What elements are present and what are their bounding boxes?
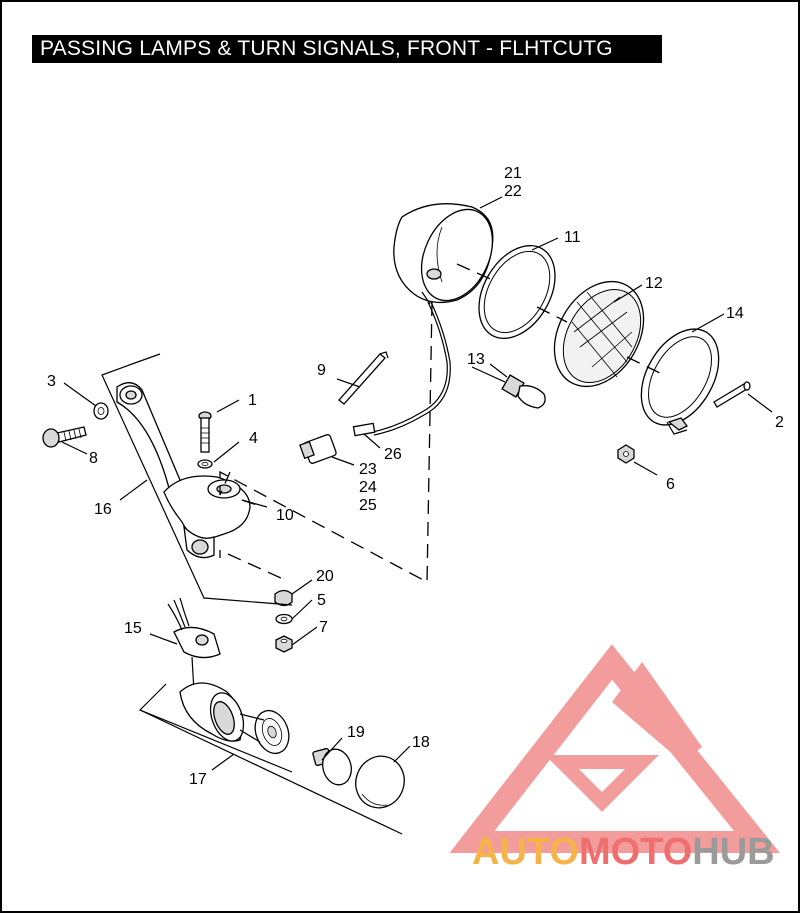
cable-strap bbox=[338, 351, 389, 405]
sealed-beam-lens bbox=[553, 280, 645, 388]
bracket-boundary bbox=[101, 353, 293, 606]
lamp-housing bbox=[352, 203, 494, 437]
watermark-part-moto: MOTO bbox=[579, 831, 692, 873]
washer-4 bbox=[197, 459, 213, 469]
callout-1: 1 bbox=[248, 392, 257, 409]
turn-signal-lens bbox=[355, 755, 405, 809]
diagram-title: PASSING LAMPS & TURN SIGNALS, FRONT - FL… bbox=[32, 35, 662, 63]
callout-21: 21 bbox=[504, 165, 522, 182]
callout-8: 8 bbox=[89, 450, 98, 467]
callout-9: 9 bbox=[317, 362, 326, 379]
mounting-bracket bbox=[116, 382, 251, 559]
callout-3: 3 bbox=[47, 373, 56, 390]
watermark-text: AUTOMOTOHUB bbox=[472, 831, 775, 873]
callout-23: 23 bbox=[359, 461, 377, 478]
callout-7: 7 bbox=[319, 619, 328, 636]
callout-6: 6 bbox=[666, 476, 675, 493]
callout-labels: 1 2 3 4 5 6 7 8 9 10 11 12 13 14 15 16 1… bbox=[47, 165, 784, 788]
watermark-part-auto: AUTO bbox=[472, 831, 579, 873]
nut-7 bbox=[275, 635, 293, 653]
callout-19: 19 bbox=[347, 724, 365, 741]
screw-2 bbox=[713, 381, 751, 408]
callout-15: 15 bbox=[124, 620, 142, 637]
callout-25: 25 bbox=[359, 497, 377, 514]
bulb-13 bbox=[471, 366, 546, 409]
callout-26: 26 bbox=[384, 446, 402, 463]
turn-signal-mount bbox=[167, 597, 221, 693]
callout-22: 22 bbox=[504, 183, 522, 200]
callout-12: 12 bbox=[645, 275, 663, 292]
callout-17: 17 bbox=[189, 771, 207, 788]
callout-16: 16 bbox=[94, 501, 112, 518]
watermark-part-hub: HUB bbox=[692, 831, 774, 873]
trim-ring bbox=[640, 328, 720, 435]
callout-4: 4 bbox=[249, 430, 258, 447]
retaining-ring bbox=[478, 245, 556, 339]
watermark-logo bbox=[449, 644, 780, 853]
callout-20: 20 bbox=[316, 568, 334, 585]
bulb-19 bbox=[312, 747, 352, 786]
socket-connector bbox=[299, 434, 337, 464]
callout-10: 10 bbox=[276, 507, 294, 524]
callout-14: 14 bbox=[726, 305, 744, 322]
callout-13: 13 bbox=[467, 351, 485, 368]
leader-lines bbox=[61, 196, 773, 771]
turn-signal-housing bbox=[179, 682, 290, 755]
callout-18: 18 bbox=[412, 734, 430, 751]
callout-11: 11 bbox=[564, 229, 581, 246]
callout-5: 5 bbox=[317, 592, 326, 609]
bolt-1 bbox=[198, 411, 212, 453]
washer-3 bbox=[93, 402, 109, 420]
callout-24: 24 bbox=[359, 479, 377, 496]
callout-2: 2 bbox=[775, 414, 784, 431]
nut-6 bbox=[617, 444, 635, 464]
turn-signal-boundary bbox=[138, 683, 403, 835]
lockwasher-5 bbox=[275, 613, 293, 625]
screw-8 bbox=[42, 426, 87, 448]
